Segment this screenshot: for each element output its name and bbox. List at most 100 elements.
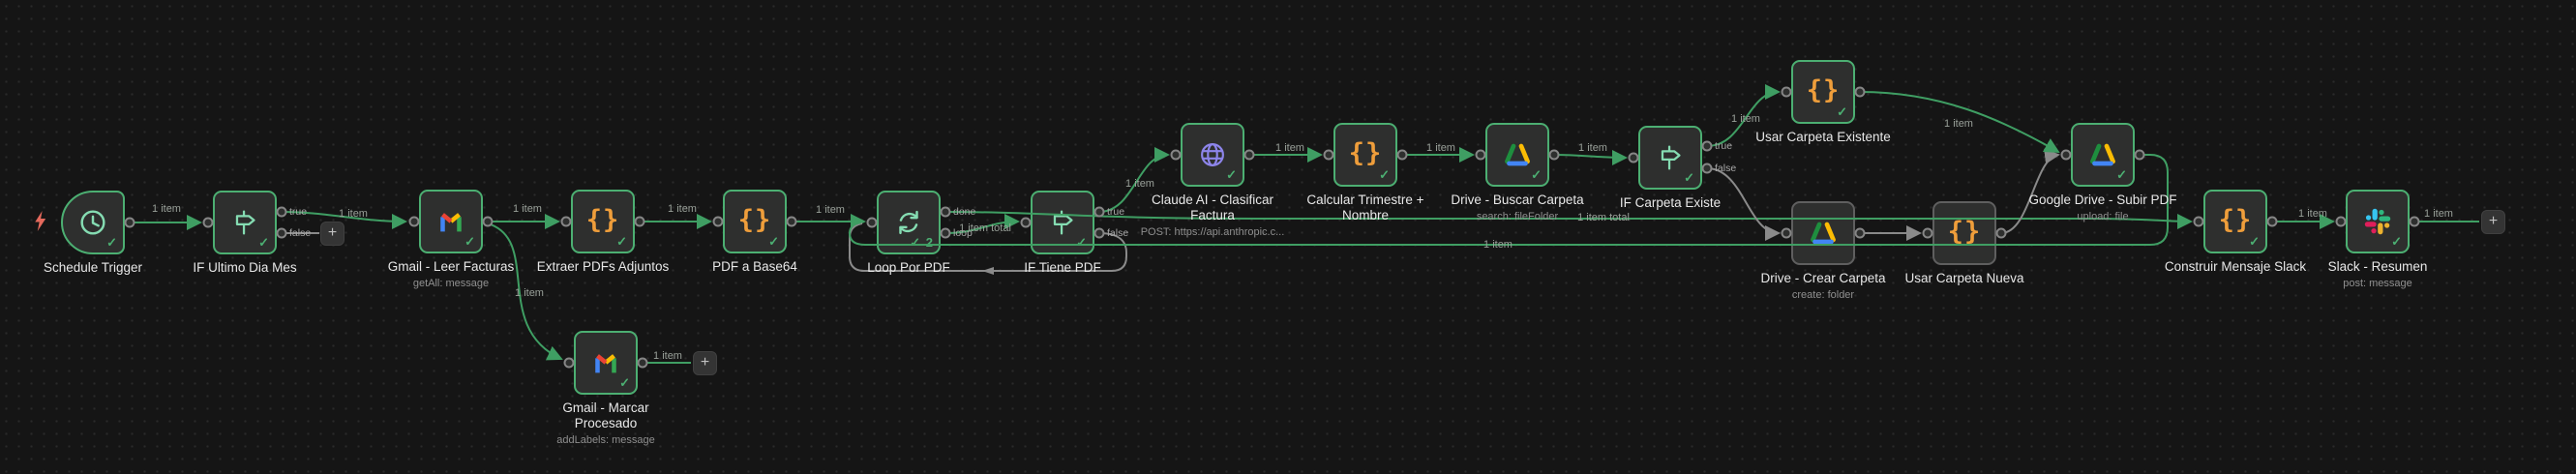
- input-port-gmail-marcar-procesado[interactable]: [563, 357, 575, 369]
- node-gmail-leer-facturas[interactable]: ✓: [419, 190, 483, 253]
- output-port-pdf-a-base64[interactable]: [786, 216, 797, 227]
- node-label-block: Usar Carpeta Nueva: [1858, 271, 2071, 286]
- input-port-slack-resumen[interactable]: [2335, 216, 2347, 227]
- connection-items-label: 1 item: [1483, 239, 1513, 251]
- edge-if-ultimo-true-to-gmail[interactable]: [281, 211, 407, 229]
- node-label-block: PDF a Base64: [648, 259, 861, 275]
- signpost-icon: [228, 206, 261, 239]
- success-check-icon: ✓: [2249, 234, 2261, 249]
- input-port-loop-por-pdf[interactable]: [866, 217, 878, 228]
- output-port-gmail-leer-facturas[interactable]: [482, 216, 494, 227]
- edge-if-carpeta-true-to-existente[interactable]: [1706, 84, 1781, 147]
- output-port-slack-resumen[interactable]: [2409, 216, 2420, 227]
- input-port-drive-crear-carpeta[interactable]: [1781, 227, 1792, 239]
- output-port-if-tiene-pdf-false[interactable]: [1093, 227, 1105, 239]
- input-port-usar-carpeta-existente[interactable]: [1781, 86, 1792, 98]
- node-label: Calcular Trimestre + Nombre: [1306, 193, 1424, 222]
- node-construir-mensaje-slack[interactable]: {}✓: [2203, 190, 2267, 253]
- output-port-usar-carpeta-nueva[interactable]: [1995, 227, 2007, 239]
- output-port-google-drive-subir-pdf[interactable]: [2134, 149, 2145, 161]
- input-port-google-drive-subir-pdf[interactable]: [2060, 149, 2072, 161]
- connection-items-label: 1 item: [1275, 142, 1304, 154]
- connection-items-label: 1 item: [515, 287, 544, 299]
- drive-icon: [1807, 217, 1840, 250]
- output-port-loop-por-pdf-loop[interactable]: [940, 227, 951, 239]
- output-port-if-tiene-pdf-true[interactable]: [1093, 206, 1105, 218]
- braces-icon: {}: [1348, 137, 1383, 168]
- output-port-if-ultimo-dia-mes-false[interactable]: [276, 227, 287, 239]
- success-check-icon: ✓: [1226, 167, 1238, 182]
- input-port-claude-ai-clasificar-factura[interactable]: [1170, 149, 1182, 161]
- edge-if-carpeta-false-to-crear[interactable]: [1706, 167, 1781, 241]
- node-google-drive-subir-pdf[interactable]: ✓: [2071, 123, 2135, 187]
- output-port-if-ultimo-dia-mes-true[interactable]: [276, 206, 287, 218]
- node-subtitle: upload: file: [2077, 211, 2129, 222]
- success-check-icon: ✓: [258, 235, 270, 250]
- input-port-gmail-leer-facturas[interactable]: [408, 216, 420, 227]
- output-port-calcular-trimestre-nombre[interactable]: [1396, 149, 1408, 161]
- node-label: Construir Mensaje Slack: [2164, 259, 2307, 274]
- output-port-drive-crear-carpeta[interactable]: [1854, 227, 1866, 239]
- edge-existente-to-subir[interactable]: [1859, 91, 2060, 153]
- plus-after-slack-resumen[interactable]: +: [2481, 210, 2505, 234]
- connection-items-label: 1 item: [668, 203, 697, 215]
- node-extraer-pdfs-adjuntos[interactable]: {}✓: [571, 190, 635, 253]
- output-port-construir-mensaje-slack[interactable]: [2266, 216, 2278, 227]
- node-if-carpeta-existe[interactable]: ✓: [1638, 126, 1702, 190]
- node-usar-carpeta-existente[interactable]: {}✓: [1791, 60, 1855, 124]
- node-subtitle: create: folder: [1791, 289, 1855, 301]
- plus-after-if-ultimo-false[interactable]: +: [320, 222, 344, 246]
- node-schedule-trigger[interactable]: ✓: [61, 191, 125, 254]
- output-port-if-carpeta-existe-true[interactable]: [1701, 140, 1713, 152]
- edge-loop-done-to-construir[interactable]: [944, 211, 2193, 229]
- output-port-claude-ai-clasificar-factura[interactable]: [1243, 149, 1255, 161]
- edge-loop-loop-to-if-tiene[interactable]: [944, 214, 1020, 234]
- input-port-calcular-trimestre-nombre[interactable]: [1323, 149, 1334, 161]
- edge-buscar-to-if-carpeta[interactable]: [1553, 149, 1628, 165]
- node-if-ultimo-dia-mes[interactable]: ✓: [213, 191, 277, 254]
- port-label-false: false: [1715, 163, 1737, 174]
- input-port-extraer-pdfs-adjuntos[interactable]: [560, 216, 572, 227]
- node-subtitle: addLabels: message: [556, 434, 655, 446]
- input-port-if-tiene-pdf[interactable]: [1020, 217, 1032, 228]
- edge-subir-return-to-loop[interactable]: [848, 154, 2169, 246]
- input-port-construir-mensaje-slack[interactable]: [2193, 216, 2204, 227]
- braces-icon: {}: [585, 204, 620, 235]
- input-port-if-carpeta-existe[interactable]: [1628, 152, 1639, 163]
- drive-icon: [1501, 138, 1534, 171]
- connection-items-label: 1 item: [653, 350, 682, 362]
- node-label: Schedule Trigger: [43, 260, 143, 275]
- input-port-drive-buscar-carpeta[interactable]: [1475, 149, 1486, 161]
- node-label-block: Schedule Trigger: [0, 260, 199, 276]
- node-label: IF Ultimo Dia Mes: [193, 260, 297, 275]
- input-port-pdf-a-base64[interactable]: [712, 216, 724, 227]
- edge-if-tiene-true-to-claude[interactable]: [1098, 147, 1170, 213]
- node-drive-buscar-carpeta[interactable]: ✓: [1485, 123, 1549, 187]
- plus-after-gmail-marcar[interactable]: +: [693, 351, 717, 375]
- node-usar-carpeta-nueva[interactable]: {}: [1932, 201, 1996, 265]
- output-port-extraer-pdfs-adjuntos[interactable]: [634, 216, 645, 227]
- input-port-if-ultimo-dia-mes[interactable]: [202, 217, 214, 228]
- input-port-usar-carpeta-nueva[interactable]: [1922, 227, 1933, 239]
- output-port-schedule-trigger[interactable]: [124, 217, 135, 228]
- node-calcular-trimestre-nombre[interactable]: {}✓: [1333, 123, 1397, 187]
- node-claude-ai-clasificar-factura[interactable]: ✓: [1181, 123, 1244, 187]
- output-port-gmail-marcar-procesado[interactable]: [637, 357, 648, 369]
- node-drive-crear-carpeta[interactable]: [1791, 201, 1855, 265]
- node-gmail-marcar-procesado[interactable]: ✓: [574, 331, 638, 395]
- connection-items-label: 1 item: [1426, 142, 1455, 154]
- output-port-usar-carpeta-existente[interactable]: [1854, 86, 1866, 98]
- output-port-drive-buscar-carpeta[interactable]: [1548, 149, 1560, 161]
- node-pdf-a-base64[interactable]: {}✓: [723, 190, 787, 253]
- output-port-if-carpeta-existe-false[interactable]: [1701, 163, 1713, 174]
- edge-gmail-to-marcar[interactable]: [487, 222, 563, 361]
- edge-nueva-to-subir[interactable]: [2000, 148, 2060, 234]
- node-slack-resumen[interactable]: ✓: [2346, 190, 2410, 253]
- output-port-loop-por-pdf-done[interactable]: [940, 206, 951, 218]
- success-check-icon: ✓: [2116, 167, 2128, 182]
